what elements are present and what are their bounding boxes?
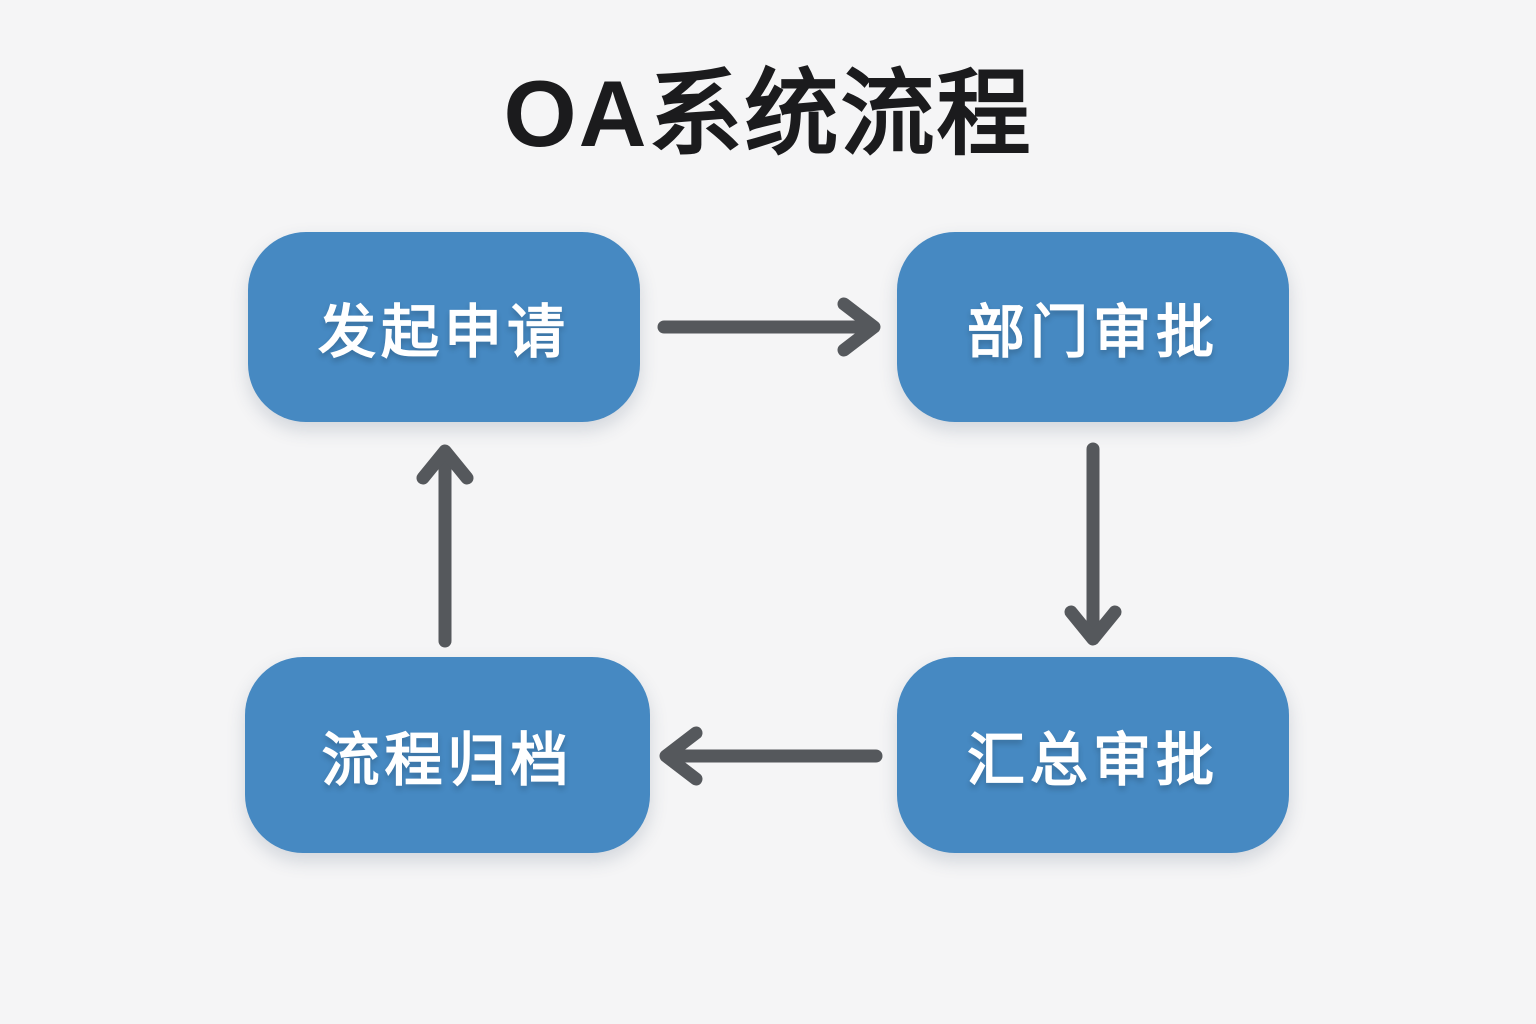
arrow-right-icon <box>650 297 890 357</box>
arrow-left-icon <box>650 726 890 786</box>
flow-node-department-approval: 部门审批 <box>897 232 1289 422</box>
flow-node-start-label: 发起申请 <box>317 300 570 365</box>
flow-node-department-approval-label: 部门审批 <box>966 300 1219 365</box>
flow-node-archive: 流程归档 <box>245 657 650 853</box>
arrow-up-icon <box>416 440 476 650</box>
flow-node-summary-approval-label: 汇总审批 <box>966 728 1219 793</box>
flow-node-start: 发起申请 <box>248 232 640 422</box>
arrow-down-icon <box>1064 440 1124 650</box>
flow-node-summary-approval: 汇总审批 <box>897 657 1289 853</box>
flow-node-archive-label: 流程归档 <box>321 728 574 793</box>
page-title: OA系统流程 <box>503 61 1033 166</box>
